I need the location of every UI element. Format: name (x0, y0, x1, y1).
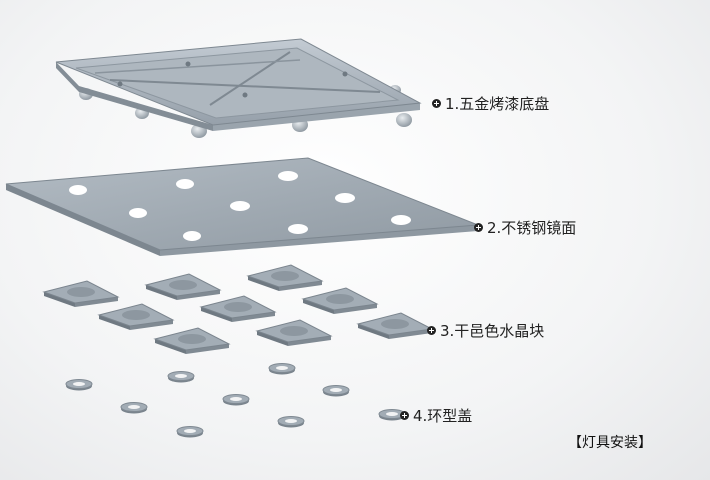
ring-cap (222, 394, 250, 406)
crystal-block (153, 327, 231, 354)
crystal-block (97, 303, 175, 330)
tray-part (55, 38, 422, 138)
installation-caption: 【灯具安装】 (568, 435, 652, 451)
callout-crystal-blocks-label: 3.干邑色水晶块 (440, 322, 545, 340)
mirror-panel-holes (69, 171, 411, 241)
crystal-block (42, 280, 120, 307)
mirror-panel-part (5, 157, 479, 256)
callout-mirror-panel: 2.不锈钢镜面 (474, 217, 576, 238)
callout-ring-caps: 4.环型盖 (400, 405, 472, 426)
crystal-block (255, 319, 333, 346)
callout-crystal-blocks: 3.干邑色水晶块 (427, 320, 544, 341)
crystal-block (301, 287, 379, 314)
ring-cap (167, 371, 195, 383)
plus-circle-icon (427, 326, 436, 335)
plus-circle-icon (474, 223, 483, 232)
ring-cap (277, 416, 305, 428)
callout-tray: 1.五金烤漆底盘 (432, 93, 549, 114)
callout-ring-caps-label: 4.环型盖 (413, 407, 473, 425)
ring-caps-part (65, 363, 406, 438)
plus-circle-icon (432, 99, 441, 108)
ring-cap (176, 426, 204, 438)
callout-mirror-panel-label: 2.不锈钢镜面 (487, 219, 577, 237)
plus-circle-icon (400, 411, 409, 420)
crystal-block (246, 264, 324, 291)
crystal-block (356, 312, 434, 339)
crystal-blocks-part (42, 264, 434, 354)
ring-cap (65, 379, 93, 391)
ring-cap (120, 402, 148, 414)
ring-cap (268, 363, 296, 375)
crystal-block (144, 273, 222, 300)
crystal-block (199, 295, 277, 322)
callout-tray-label: 1.五金烤漆底盘 (445, 95, 550, 113)
ring-cap (322, 385, 350, 397)
